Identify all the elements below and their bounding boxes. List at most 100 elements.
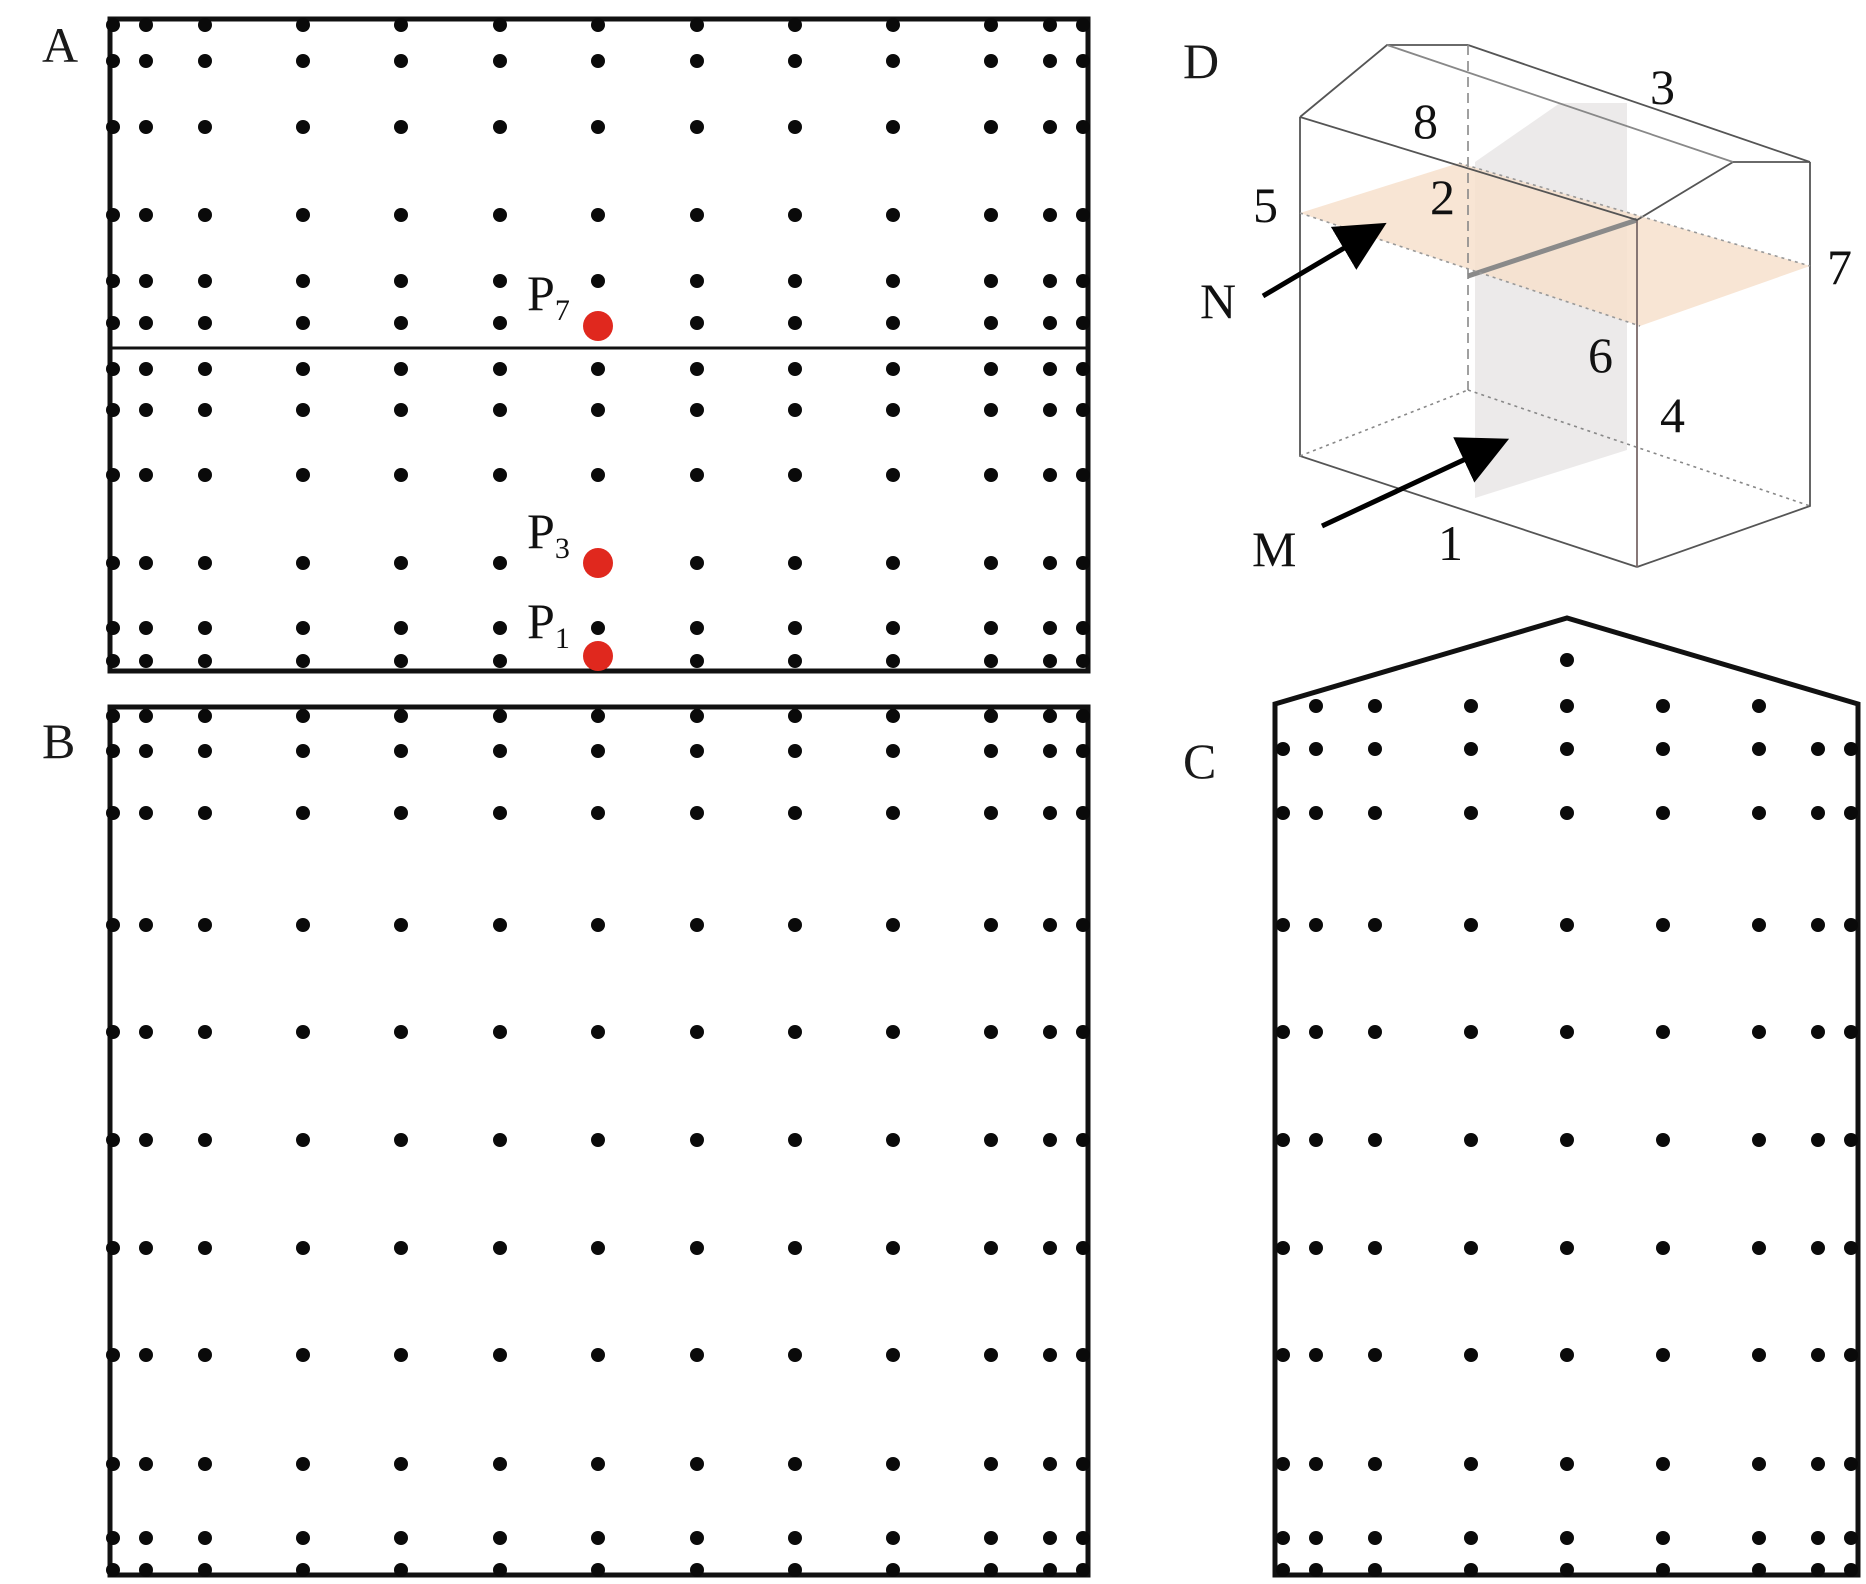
sensor-dot (1844, 1133, 1858, 1147)
sensor-dot (690, 556, 704, 570)
sensor-dot (1276, 1133, 1290, 1147)
sensor-dot (690, 316, 704, 330)
sensor-dot (139, 274, 153, 288)
sensor-dot (591, 274, 605, 288)
panel-c (1272, 615, 1861, 1578)
sensor-dot (984, 316, 998, 330)
sensor-dot (106, 654, 120, 668)
p7-subscript: 7 (555, 294, 570, 327)
sensor-dot (296, 316, 310, 330)
sensor-dot (788, 744, 802, 758)
sensor-dot (1276, 1563, 1290, 1577)
sensor-dot (1043, 806, 1057, 820)
sensor-dot (139, 403, 153, 417)
sensor-dot (1752, 918, 1766, 932)
sensor-dot (788, 1457, 802, 1471)
sensor-dot (788, 621, 802, 635)
sensor-dot (1276, 1531, 1290, 1545)
sensor-dot (1560, 653, 1574, 667)
sensor-dot (139, 1563, 153, 1577)
sensor-dot (1844, 918, 1858, 932)
sensor-dot (198, 208, 212, 222)
sensor-dot (1656, 1025, 1670, 1039)
sensor-dot (106, 1457, 120, 1471)
sensor-dot (591, 362, 605, 376)
sensor-dot (296, 362, 310, 376)
sensor-dot (493, 1563, 507, 1577)
sensor-dot (788, 316, 802, 330)
sensor-dot (690, 1563, 704, 1577)
model-hidden-bottom-left (1299, 389, 1469, 457)
sensor-dot (1043, 1133, 1057, 1147)
sensor-dot (296, 1348, 310, 1362)
sensor-dot (690, 654, 704, 668)
sensor-dot (690, 208, 704, 222)
sensor-dot (1752, 1348, 1766, 1362)
sensor-dot (1844, 1241, 1858, 1255)
sensor-dot (1811, 806, 1825, 820)
sensor-dot (139, 1025, 153, 1039)
sensor-dot (788, 403, 802, 417)
sensor-dot (591, 918, 605, 932)
sensor-dot (1560, 918, 1574, 932)
sensor-dot (1560, 1348, 1574, 1362)
sensor-dot (984, 54, 998, 68)
sensor-dot (296, 654, 310, 668)
sensor-dot (198, 274, 212, 288)
sensor-dot (1464, 806, 1478, 820)
sensor-dot (139, 362, 153, 376)
sensor-dot (690, 744, 704, 758)
sensor-dot (394, 709, 408, 723)
sensor-dot (1309, 806, 1323, 820)
sensor-dot (591, 1348, 605, 1362)
sensor-dot (1844, 806, 1858, 820)
sensor-dot (1043, 918, 1057, 932)
sensor-dot (1076, 1241, 1090, 1255)
sensor-dot (788, 709, 802, 723)
sensor-dot (1309, 1348, 1323, 1362)
sensor-dot (493, 1241, 507, 1255)
sensor-dot (139, 54, 153, 68)
model-roof-ridge (1467, 44, 1811, 163)
sensor-dot (1076, 120, 1090, 134)
sensor-dot (493, 1133, 507, 1147)
sensor-dot (198, 621, 212, 635)
sensor-dot (1844, 1457, 1858, 1471)
sensor-dot (139, 1348, 153, 1362)
sensor-dot (1043, 1348, 1057, 1362)
model-label-2: 2 (1430, 169, 1455, 225)
sensor-dot (984, 274, 998, 288)
sensor-dot (690, 1241, 704, 1255)
sensor-dot (198, 54, 212, 68)
sensor-dot (493, 1457, 507, 1471)
sensor-dot (1076, 1531, 1090, 1545)
sensor-dot (1076, 1563, 1090, 1577)
sensor-dot (1368, 1241, 1382, 1255)
sensor-dot (886, 274, 900, 288)
sensor-dot (788, 1241, 802, 1255)
model-label-1: 1 (1438, 515, 1463, 571)
sensor-dot (139, 1457, 153, 1471)
panel-a: P7 P3 P1 (106, 16, 1091, 674)
sensor-dot (591, 18, 605, 32)
sensor-dot (198, 918, 212, 932)
sensor-dot (1368, 699, 1382, 713)
sensor-dot (984, 654, 998, 668)
p7-letter: P (527, 265, 555, 321)
sensor-dot (198, 403, 212, 417)
sensor-dot (1656, 1531, 1670, 1545)
sensor-dot (1811, 1457, 1825, 1471)
p3-subscript: 3 (555, 532, 570, 565)
sensor-dot (1656, 1241, 1670, 1255)
sensor-dot (591, 120, 605, 134)
sensor-dot (1076, 362, 1090, 376)
sensor-dot (984, 806, 998, 820)
panel-label-d: D (1183, 33, 1219, 89)
sensor-dot (394, 744, 408, 758)
sensor-dot (690, 468, 704, 482)
sensor-dot (106, 1133, 120, 1147)
sensor-dot (1043, 120, 1057, 134)
sensor-dot (1076, 468, 1090, 482)
sensor-dot (493, 1348, 507, 1362)
